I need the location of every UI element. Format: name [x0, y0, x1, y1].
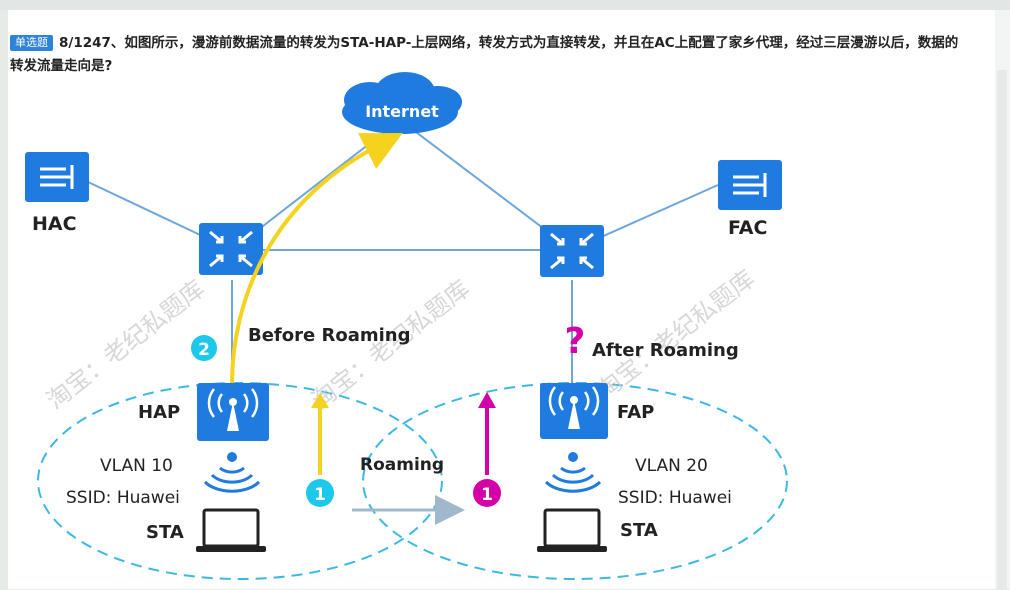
internet-cloud-icon — [342, 72, 462, 134]
watermark: 淘宝：老纪私题库 — [41, 274, 210, 414]
hac-controller-icon — [25, 152, 89, 202]
after-roaming-label: After Roaming — [592, 340, 739, 361]
switch-icon — [540, 225, 604, 277]
step-2-marker — [191, 335, 217, 361]
access-point-icon — [540, 383, 608, 439]
step-1-marker — [306, 479, 334, 507]
wifi-signal-icon — [203, 452, 261, 493]
wifi-signal-icon — [544, 452, 602, 493]
access-point-icon — [197, 383, 269, 441]
fac-label: FAC — [728, 217, 767, 239]
before-roaming-path-arrow — [230, 132, 403, 386]
watermark: 淘宝：老纪私题库 — [591, 264, 760, 404]
home-ssid-label: SSID: Huawei — [66, 488, 180, 508]
home-sta-label: STA — [146, 522, 184, 543]
roaming-label: Roaming — [360, 455, 444, 475]
internet-label: Internet — [365, 102, 439, 121]
hac-label: HAC — [32, 213, 77, 235]
foreign-vlan-label: VLAN 20 — [635, 456, 708, 476]
top-bar — [0, 0, 1010, 10]
step-2-label: 2 — [198, 340, 210, 360]
question-text: 8/1247、如图所示，漫游前数据流量的转发为STA-HAP-上层网络，转发方式… — [10, 35, 959, 74]
question-card — [8, 10, 995, 589]
question-mark-icon: ? — [565, 321, 586, 362]
uplink-arrow-head — [311, 393, 329, 408]
step-1-roamed-label: 1 — [481, 485, 493, 505]
before-roaming-label: Before Roaming — [248, 325, 410, 346]
question-type-badge: 单选题 — [10, 35, 53, 51]
foreign-ssid-label: SSID: Huawei — [618, 488, 732, 508]
fap-label: FAP — [617, 402, 654, 423]
laptop-icon — [537, 508, 607, 552]
switch-icon — [199, 223, 263, 275]
step-1-roamed-marker — [473, 479, 501, 507]
roamed-uplink-arrow-head — [478, 392, 496, 408]
scrollbar-thumb[interactable] — [997, 70, 1007, 590]
step-1-label: 1 — [314, 485, 326, 505]
home-vlan-label: VLAN 10 — [100, 456, 173, 476]
fac-controller-icon — [718, 160, 782, 210]
hap-label: HAP — [138, 402, 180, 423]
foreign-sta-label: STA — [620, 520, 658, 541]
laptop-icon — [196, 508, 266, 552]
foreign-coverage-area — [362, 382, 788, 580]
